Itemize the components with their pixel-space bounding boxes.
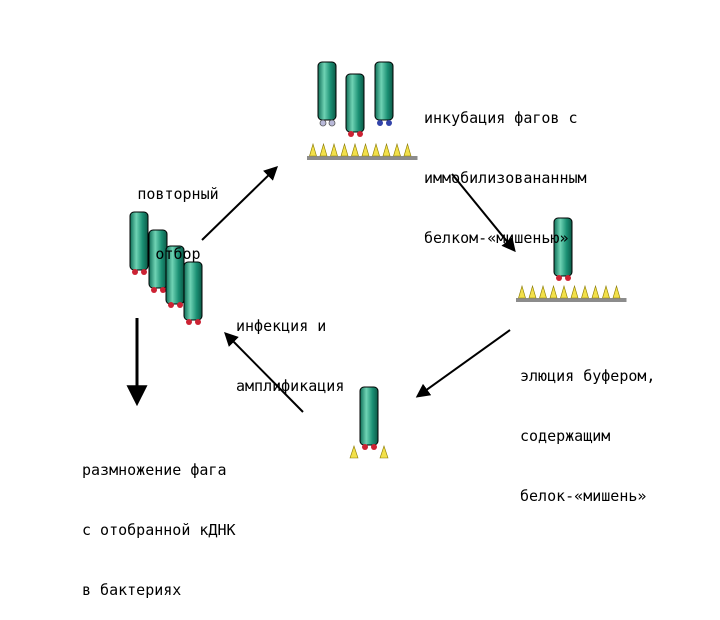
surface-right-target: [549, 284, 558, 299]
surface-top-target: [393, 142, 401, 157]
label-repeat-selection: повторный отбор: [137, 185, 219, 263]
surface-top-target: [372, 142, 380, 157]
bound-phage-group: [516, 217, 627, 302]
phage-bound: [553, 217, 573, 281]
label-infection-amplification: инфекция и амплификация: [236, 317, 345, 395]
surface-right-target: [591, 284, 600, 299]
label-incubation: инкубация фагов с иммобилизовананным бел…: [424, 109, 587, 247]
surface-right-target: [518, 284, 526, 299]
surface-right-target: [581, 284, 589, 299]
label-reproduction: размножение фага с отобранной кДНК в бак…: [82, 461, 236, 599]
phage-top-1: [317, 61, 337, 127]
surface-top-target: [361, 142, 370, 157]
arrow-elution-to-infection: [224, 332, 304, 413]
surface-right-target: [560, 284, 568, 299]
target-surface-right: [516, 284, 627, 302]
arrow-repeat-selection: [201, 166, 279, 241]
surface-right-bar: [516, 298, 627, 302]
eluted-phage-group: [349, 386, 389, 459]
amplified-phage-stack: [129, 211, 203, 325]
surface-top-target: [330, 142, 338, 157]
phage-top-2: [345, 73, 365, 137]
surface-top-target: [309, 142, 317, 157]
arrow-bound-to-elution: [415, 329, 511, 398]
phage-top-3: [374, 61, 394, 126]
label-elution: элюция буфером, содержащим белок-«мишень…: [520, 367, 656, 505]
surface-right-target: [528, 284, 537, 299]
phage-eluted: [349, 386, 389, 459]
phage-amp-3: [165, 245, 185, 308]
phage-amp-4: [183, 261, 203, 325]
surface-top-target: [319, 142, 328, 157]
surface-right-target: [612, 284, 621, 299]
phage-amp-1: [129, 211, 149, 275]
phage-display-cycle-diagram: [126, 61, 627, 459]
surface-right-target: [539, 284, 547, 299]
target-eluted-left: [349, 445, 359, 459]
surface-top-target: [403, 142, 412, 157]
surface-right-target: [570, 284, 579, 299]
surface-right-target: [602, 284, 610, 299]
surface-top-bar: [307, 156, 418, 160]
target-eluted-right: [379, 445, 389, 459]
surface-top-target: [351, 142, 359, 157]
surface-top-target: [382, 142, 391, 157]
surface-top-target: [340, 142, 349, 157]
target-surface-top: [307, 142, 418, 160]
arrow-incubation-to-bound: [451, 173, 516, 253]
top-phage-group: [307, 61, 418, 160]
